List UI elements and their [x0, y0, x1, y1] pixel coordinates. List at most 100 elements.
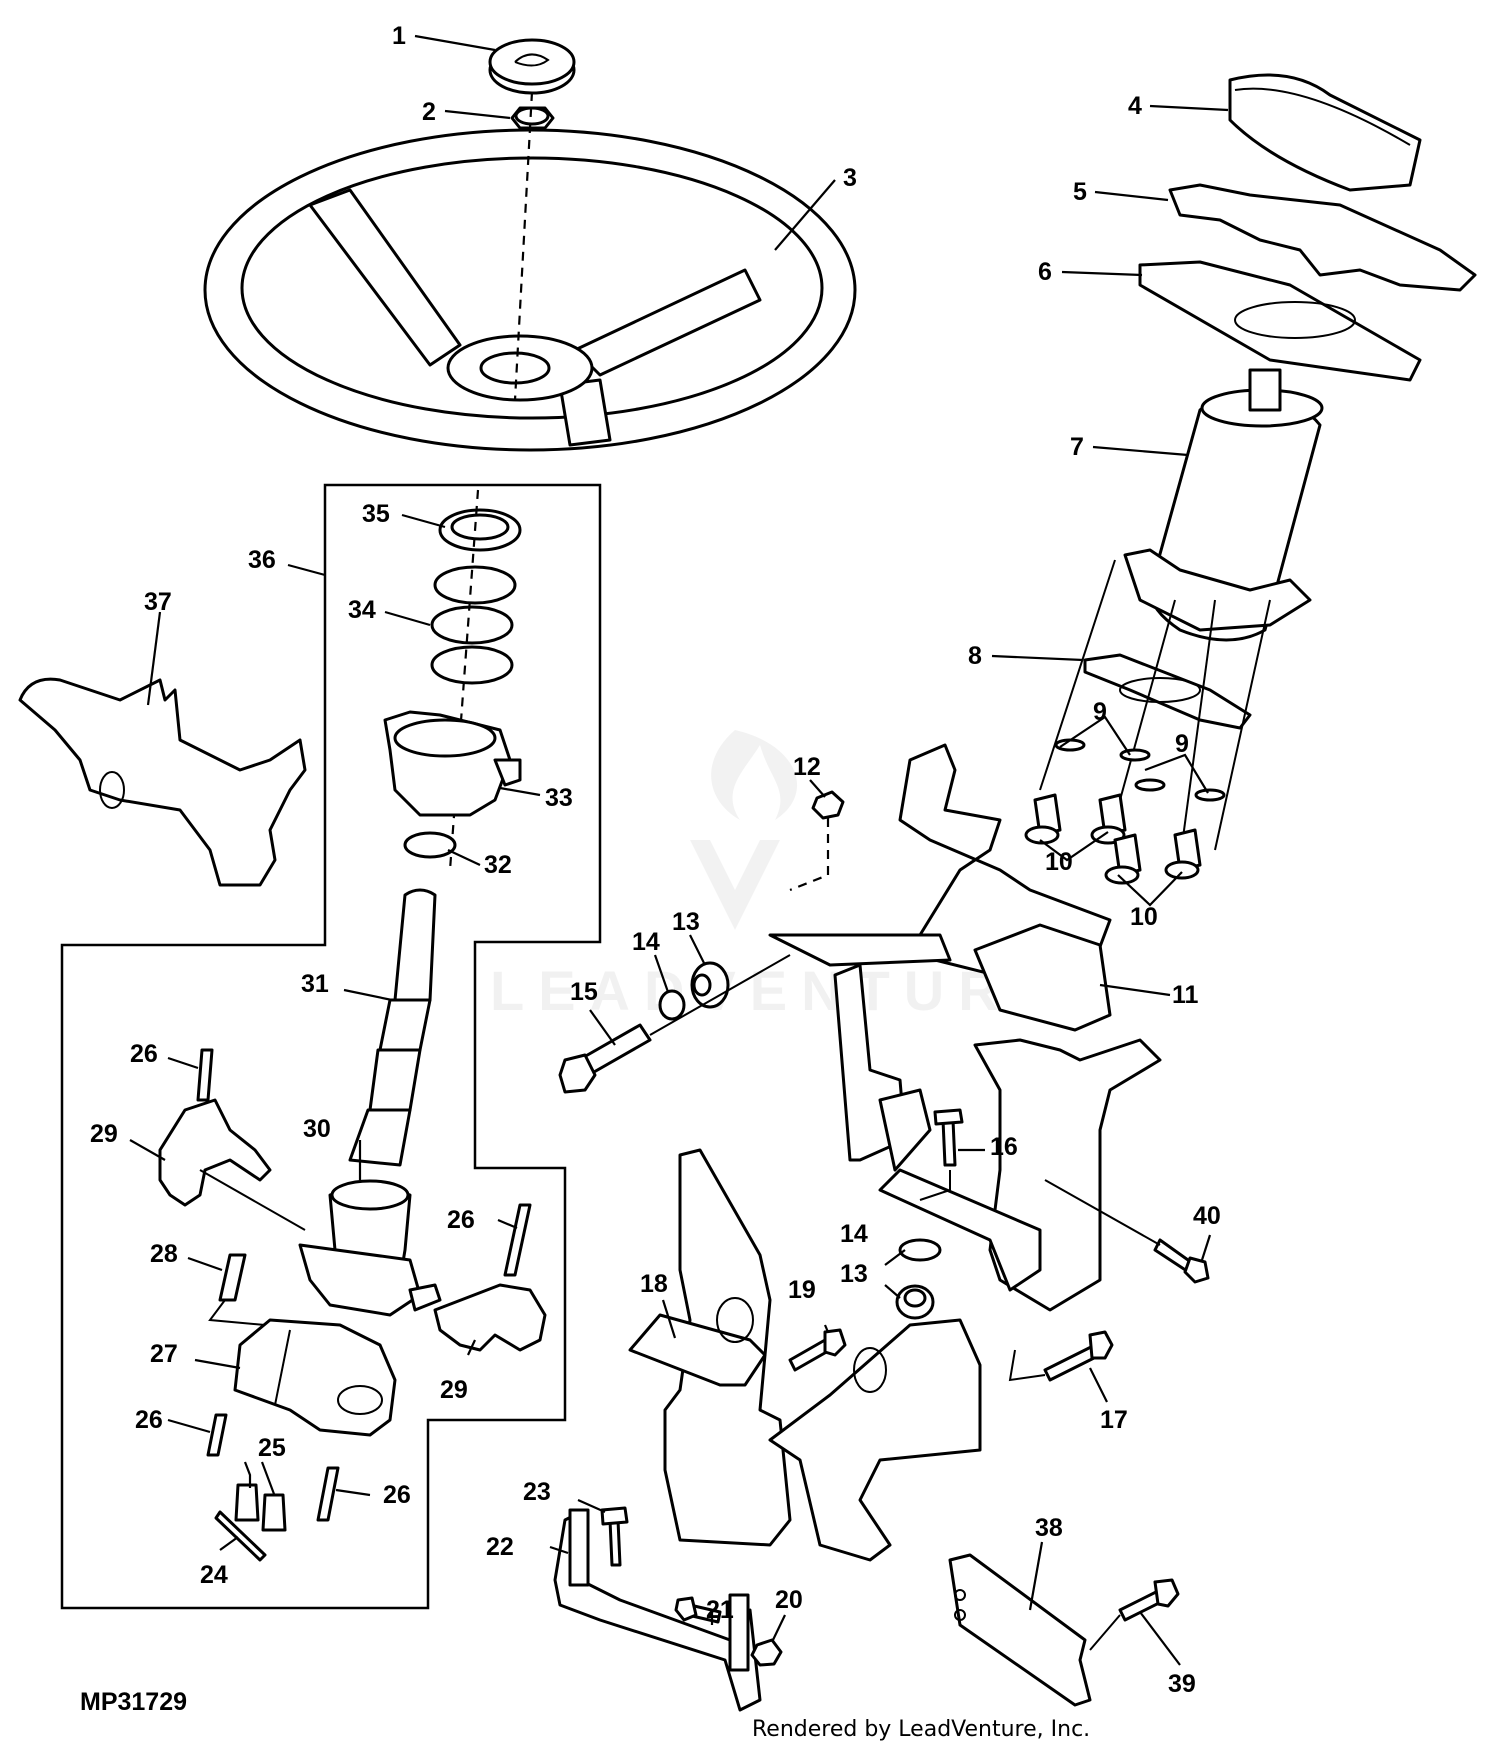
part-37-cover: [18, 677, 307, 887]
part-9-washers: [1054, 738, 1226, 802]
axis-line-16: [919, 1170, 951, 1201]
callout-38: 38: [1035, 1514, 1063, 1542]
callout-16: 16: [990, 1133, 1018, 1161]
part-24-rod: [214, 1510, 267, 1562]
part-3-steering-wheel: [203, 128, 857, 452]
leadventure-watermark: LEADVENTURE: [490, 730, 1064, 1022]
diagram-code: MP31729: [80, 1688, 187, 1716]
part-39-bolt: [1118, 1578, 1180, 1622]
part-15-bolt: [558, 1023, 652, 1094]
callout-13-a: 13: [672, 908, 700, 936]
callout-37: 37: [144, 588, 172, 616]
callout-34: 34: [348, 596, 376, 624]
callout-1: 1: [392, 22, 406, 50]
column-guide-lines: [1039, 559, 1271, 861]
watermark-text: LEADVENTURE: [490, 959, 1064, 1022]
callout-26-d: 26: [383, 1481, 411, 1509]
part-5-bracket: [1168, 183, 1477, 292]
part-33-housing: [383, 710, 522, 817]
axis-line-15: [649, 954, 791, 1036]
callout-22: 22: [486, 1533, 514, 1561]
part-1-steering-wheel-cap: [488, 38, 576, 95]
callout-15: 15: [570, 978, 598, 1006]
part-17-bolt: [1043, 1330, 1114, 1382]
part-4-cover: [1228, 73, 1422, 192]
callout-18: 18: [640, 1270, 668, 1298]
callout-14-a: 14: [632, 928, 660, 956]
leader-lines: [129, 34, 1229, 1666]
axis-line-12: [789, 818, 830, 892]
part-14-washer-lower: [898, 1238, 942, 1262]
part-32-snap-ring: [403, 831, 457, 859]
part-25-fittings: [234, 1483, 287, 1532]
part-8-gasket: [1083, 653, 1252, 730]
axis-line-28: [208, 1299, 266, 1326]
part-19-bolt: [788, 1328, 847, 1372]
axis-line-wheel: [513, 91, 534, 401]
callout-39: 39: [1168, 1670, 1196, 1698]
part-2-nut: [510, 106, 555, 130]
callout-9-a: 9: [1093, 698, 1107, 726]
callout-30: 30: [303, 1115, 331, 1143]
callout-labels: 1 2 3 4 5 6 7 8 9 9 10 10 11 12 13 13 14…: [90, 22, 1221, 1698]
callout-8: 8: [968, 642, 982, 670]
part-31-shaft: [348, 888, 437, 1167]
part-10-bolts: [1024, 793, 1202, 885]
part-27-block: [233, 1318, 397, 1437]
callout-14-b: 14: [840, 1220, 868, 1248]
callout-24: 24: [200, 1561, 228, 1589]
part-26-pins: [196, 1048, 532, 1522]
callout-21: 21: [706, 1596, 734, 1624]
callout-23: 23: [523, 1478, 551, 1506]
part-23-bolt: [600, 1506, 629, 1567]
callout-3: 3: [843, 164, 857, 192]
callout-6: 6: [1038, 258, 1052, 286]
part-28-pin: [218, 1253, 247, 1302]
axis-line-29-left: [199, 1169, 306, 1231]
axis-line-40: [1044, 1179, 1161, 1246]
callout-17: 17: [1100, 1406, 1128, 1434]
part-34-spring: [430, 565, 517, 685]
callout-9-b: 9: [1175, 730, 1189, 758]
part-40-bolt: [1153, 1238, 1210, 1284]
part-18-pedal-bracket: [628, 1148, 982, 1562]
callout-29-a: 29: [90, 1120, 118, 1148]
part-11-mounting-bracket: [768, 743, 1112, 1032]
callout-35: 35: [362, 500, 390, 528]
callout-7: 7: [1070, 433, 1084, 461]
callout-40: 40: [1193, 1202, 1221, 1230]
callout-11: 11: [1172, 981, 1199, 1009]
callout-10-b: 10: [1130, 903, 1158, 931]
axis-line-39: [1089, 1614, 1121, 1651]
callout-13-b: 13: [840, 1260, 868, 1288]
callout-32: 32: [484, 851, 512, 879]
part-30-housing: [298, 1179, 442, 1317]
callout-5: 5: [1073, 178, 1087, 206]
part-16-bolt: [933, 1108, 964, 1167]
callout-19: 19: [788, 1276, 816, 1304]
part-14-washer-upper: [658, 989, 686, 1021]
part-35-seal: [438, 508, 522, 552]
part-29-cam-left: [158, 1098, 272, 1207]
callout-2: 2: [422, 98, 436, 126]
callout-20: 20: [775, 1586, 803, 1614]
render-credit: Rendered by LeadVenture, Inc.: [752, 1717, 1090, 1742]
callout-33: 33: [545, 784, 573, 812]
part-20-nut: [750, 1638, 783, 1667]
part-6-plate: [1138, 260, 1422, 382]
part-12-nut: [811, 790, 845, 820]
callout-36: 36: [248, 546, 276, 574]
callout-29-b: 29: [440, 1376, 468, 1404]
callout-10-a: 10: [1045, 848, 1073, 876]
callout-4: 4: [1128, 92, 1142, 120]
callout-12: 12: [793, 753, 821, 781]
part-29-cam-right: [433, 1283, 547, 1352]
callout-26-c: 26: [135, 1406, 163, 1434]
part-7-steering-column: [1123, 368, 1324, 642]
callout-26-b: 26: [447, 1206, 475, 1234]
callout-28: 28: [150, 1240, 178, 1268]
callout-27: 27: [150, 1340, 178, 1368]
axis-line-17: [1008, 1349, 1046, 1382]
subassembly-box: [60, 483, 602, 1610]
